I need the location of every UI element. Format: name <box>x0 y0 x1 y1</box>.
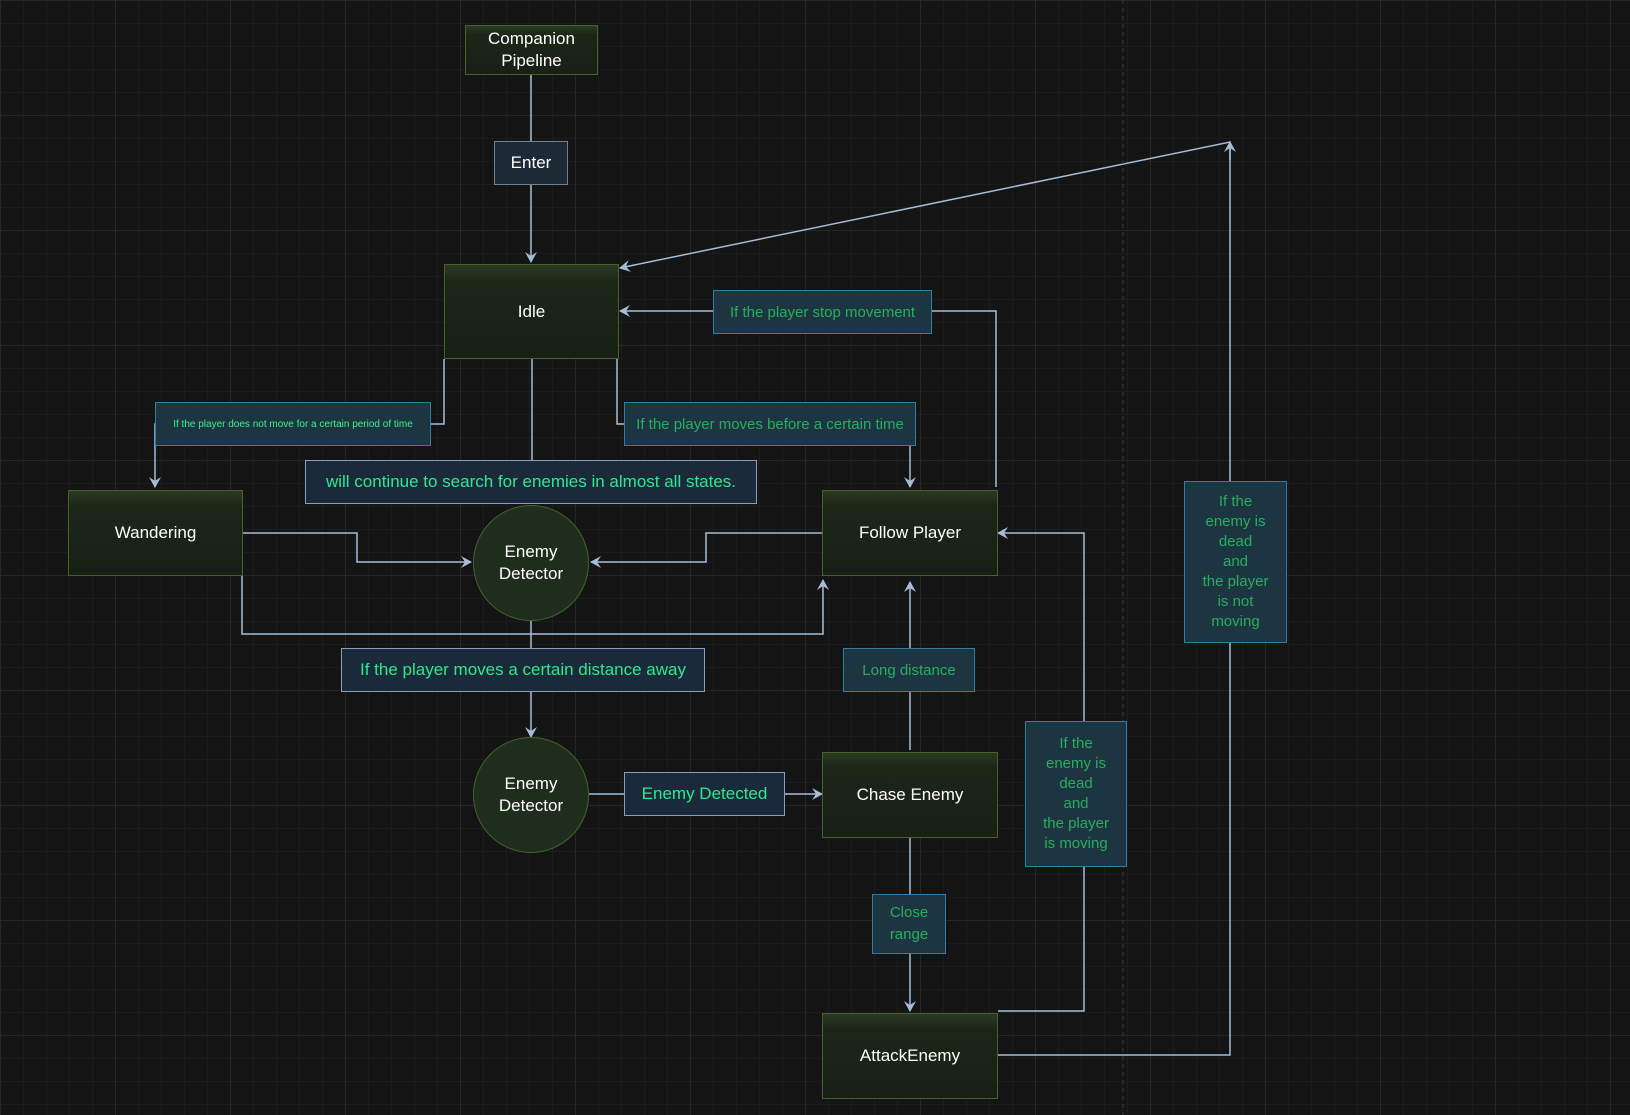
label-enter: Enter <box>494 141 568 185</box>
node-chase-enemy-text: Chase Enemy <box>856 785 964 804</box>
edge-follow-to-detector <box>590 532 822 568</box>
label-continue-search: will continue to search for enemies in a… <box>305 460 757 504</box>
node-enemy-detector-bottom[interactable]: Enemy Detector <box>473 737 589 853</box>
label-enemy-dead-player-moving: If the enemy is dead and the player is m… <box>1025 721 1127 867</box>
node-attack-enemy-text: AttackEnemy <box>859 1046 961 1065</box>
label-close-range: Close range <box>872 894 946 954</box>
label-player-moves-before: If the player moves before a certain tim… <box>624 402 916 446</box>
node-chase-enemy[interactable]: Chase Enemy <box>822 752 998 838</box>
label-enemy-detected-text: Enemy Detected <box>641 784 768 803</box>
label-player-stop-movement-text: If the player stop movement <box>729 303 916 321</box>
label-player-moves-distance-text: If the player moves a certain distance a… <box>360 660 686 679</box>
node-attack-enemy[interactable]: AttackEnemy <box>822 1013 998 1099</box>
label-enter-text: Enter <box>510 153 552 172</box>
label-player-not-move: If the player does not move for a certai… <box>155 402 431 446</box>
node-idle-text: Idle <box>517 301 546 321</box>
label-continue-search-text: will continue to search for enemies in a… <box>325 472 737 491</box>
edge-wandering-to-detector <box>242 532 472 568</box>
label-player-moves-before-text: If the player moves before a certain tim… <box>636 415 904 433</box>
node-enemy-detector-top-text: Enemy Detector <box>498 542 564 583</box>
node-follow-player[interactable]: Follow Player <box>822 490 998 576</box>
label-long-distance-text: Long distance <box>862 661 956 679</box>
node-wandering-text: Wandering <box>114 523 197 542</box>
label-enemy-dead-player-not-moving-text: If the enemy is dead and the player is n… <box>1202 493 1269 630</box>
node-follow-player-text: Follow Player <box>858 523 962 542</box>
node-companion-pipeline-text: Companion Pipeline <box>488 29 575 70</box>
node-idle[interactable]: Idle <box>444 264 619 359</box>
label-player-not-move-text: If the player does not move for a certai… <box>173 418 413 430</box>
label-close-range-text: Close range <box>889 904 929 943</box>
node-enemy-detector-top[interactable]: Enemy Detector <box>473 505 589 621</box>
node-enemy-detector-bottom-text: Enemy Detector <box>498 774 564 815</box>
node-wandering[interactable]: Wandering <box>68 490 243 576</box>
node-companion-pipeline[interactable]: Companion Pipeline <box>465 25 598 75</box>
label-enemy-detected: Enemy Detected <box>624 772 785 816</box>
label-long-distance: Long distance <box>843 648 975 692</box>
edge-wandering-to-follow <box>241 575 829 635</box>
label-enemy-dead-player-not-moving: If the enemy is dead and the player is n… <box>1184 481 1287 643</box>
label-enemy-dead-player-moving-text: If the enemy is dead and the player is m… <box>1043 735 1109 852</box>
label-player-stop-movement: If the player stop movement <box>713 290 932 334</box>
label-player-moves-distance: If the player moves a certain distance a… <box>341 648 705 692</box>
